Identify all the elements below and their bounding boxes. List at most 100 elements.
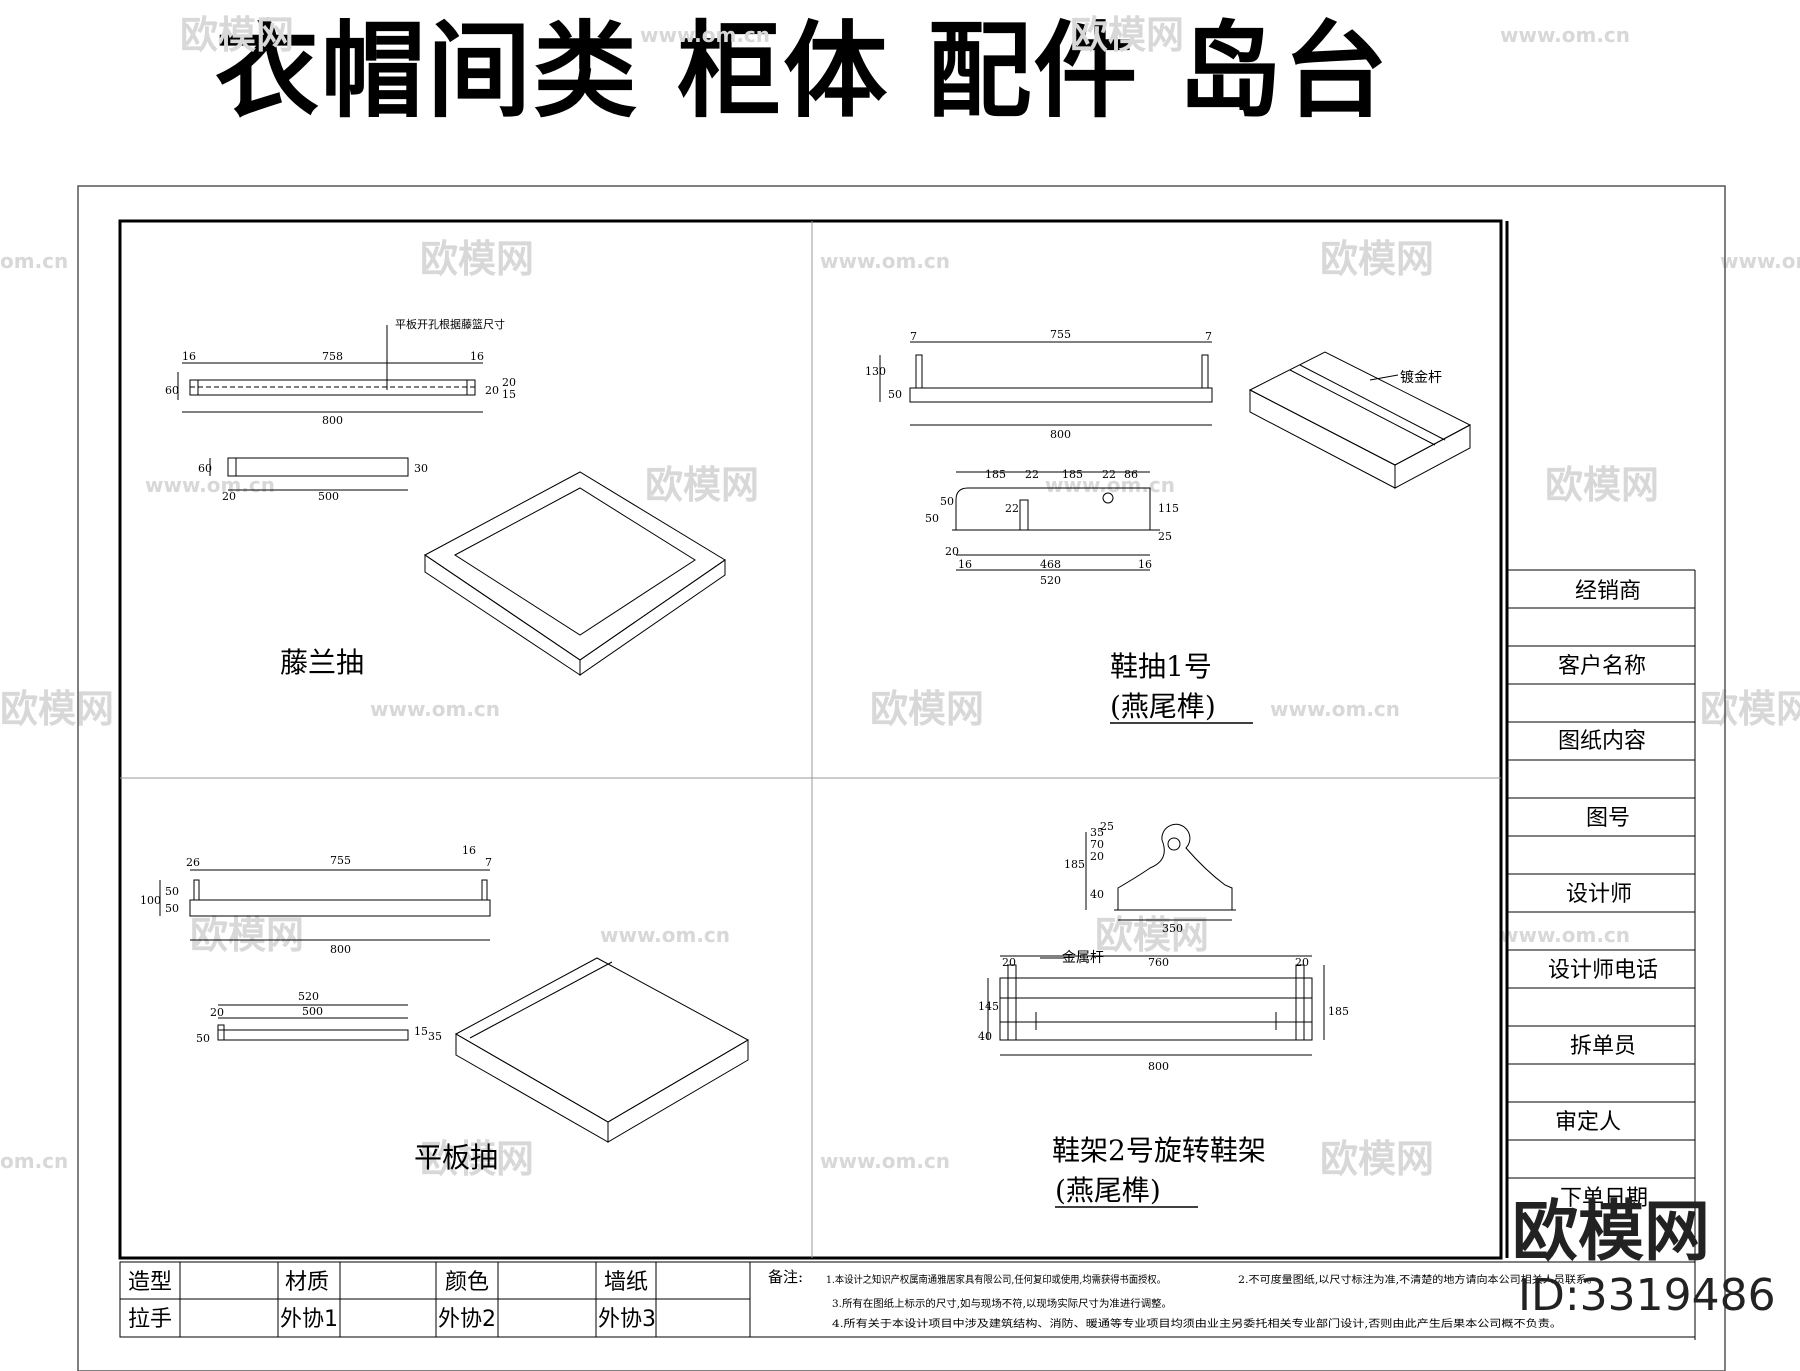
panel-flat-drawer: [159, 869, 750, 1143]
watermark-logo: 欧模网: [1070, 13, 1184, 57]
side-post: [481, 879, 488, 901]
dim-label: 145: [978, 1000, 999, 1013]
watermark-url: www.om.cn: [145, 473, 275, 497]
dim-label: 50: [888, 388, 902, 401]
notes-label: 备注:: [768, 1268, 803, 1286]
watermark-url: www.om.cn: [1270, 697, 1400, 721]
note-line: 3.所有在图纸上标示的尺寸,如与现场不符,以现场实际尺寸为准进行调整。: [832, 1297, 1172, 1310]
side-panel: [227, 457, 237, 477]
spec-header: 颜色: [445, 1270, 489, 1295]
dim-label: 16: [462, 844, 476, 857]
dim-label: 22: [1102, 468, 1116, 481]
side-post: [1201, 354, 1209, 389]
dim-label: 20: [945, 545, 959, 558]
watermark-logo: 欧模网: [1320, 1137, 1434, 1181]
dim-label: 520: [298, 990, 319, 1003]
spec-value: 外协3: [598, 1307, 656, 1332]
watermark-logo: 欧模网: [190, 913, 304, 957]
dim-label: 50: [940, 495, 954, 508]
dim-label: 20: [1295, 956, 1309, 969]
watermark-logo: 欧模网: [645, 463, 759, 507]
dim-label: 22: [1005, 502, 1019, 515]
note-line: 4.所有关于本设计项目中涉及建筑结构、消防、暖通等专业项目均须由业主另委托相关专…: [832, 1317, 1562, 1330]
side-post: [1295, 964, 1305, 1041]
dim-label: 20: [1002, 956, 1016, 969]
dim-label: 755: [330, 854, 351, 867]
iso-rod: [1299, 364, 1446, 441]
title-block-label: 图号: [1586, 806, 1630, 831]
part-label: 藤兰抽: [280, 646, 364, 679]
dim-label: 60: [198, 462, 212, 475]
watermark-url: www.om.cn: [1500, 23, 1630, 47]
watermark-url: www.om.cn: [820, 1149, 950, 1173]
dim-label: 500: [302, 1005, 323, 1018]
part-label: 鞋架2号旋转鞋架: [1052, 1134, 1266, 1167]
iso-front-face: [455, 1033, 609, 1143]
iso-top: [1248, 351, 1472, 466]
dim-label: 468: [1040, 558, 1061, 571]
drawing-frame: [118, 219, 1503, 1260]
watermark-url: www.om.cn: [820, 249, 950, 273]
side-panel: [217, 1024, 225, 1041]
panel-rattan-drawer-text: 平板开孔根据藤篮尺寸 16 758 16 60 800 20 15 20 60 …: [165, 317, 516, 679]
slot: [1019, 499, 1029, 531]
part-label: 鞋抽1号: [1110, 650, 1212, 683]
watermark-logo: 欧模网: [870, 687, 984, 731]
watermark-logo: 欧模网: [1320, 237, 1434, 281]
iso-front-face: [424, 554, 581, 676]
dim-label: 20: [222, 490, 236, 503]
spec-table: [119, 1261, 1696, 1338]
dim-label: 7: [1205, 330, 1212, 343]
iso-rod: [1289, 369, 1436, 446]
dim-label: 50: [925, 512, 939, 525]
dim-label: 185: [985, 468, 1006, 481]
side-profile: [955, 487, 1151, 531]
watermark-logo: 欧模网: [0, 687, 114, 731]
spec-value: 外协2: [438, 1307, 496, 1332]
dim-label: 520: [1040, 574, 1061, 587]
dim-label: 50: [196, 1032, 210, 1045]
part-label: 平板抽: [414, 1141, 498, 1174]
panel-shoe-drawer-1-text: 7 755 7 130 50 800 185 22 185 22 86 50 5…: [865, 328, 1442, 724]
drawer-front-view: [189, 899, 491, 917]
watermark-url: om.cn: [0, 1149, 68, 1173]
spec-value: 拉手: [128, 1307, 172, 1332]
dim-label: 800: [1148, 1060, 1169, 1073]
side-panel: [466, 379, 476, 396]
side-post: [1007, 964, 1017, 1041]
watermarks: 欧模网 www.om.cn 欧模网 www.om.cn 欧模网 www.om.c…: [0, 13, 1800, 1181]
iso-side-face: [1394, 424, 1471, 489]
spec-table-text: 造型 材质 颜色 墙纸 拉手 外协1 外协2 外协3 备注: 1.本设计之知识产…: [128, 1268, 1598, 1332]
title-block-label: 设计师: [1566, 882, 1632, 907]
dim-label: 50: [165, 902, 179, 915]
dim-label: 86: [1124, 468, 1138, 481]
iso-side-face: [607, 1039, 749, 1143]
iso-edge: [469, 961, 613, 1039]
dim-label: 755: [1050, 328, 1071, 341]
dim-label: 25: [1158, 530, 1172, 543]
dim-label: 758: [322, 350, 343, 363]
title-block-label: 下单日期: [1560, 1186, 1648, 1211]
watermark-logo: 欧模网: [1700, 687, 1800, 731]
iso-inner-frame: [454, 487, 696, 636]
dim-label: 35: [1090, 826, 1104, 839]
rod-hole: [1102, 492, 1114, 504]
watermark-url: www.om.cn: [1720, 249, 1800, 273]
note-line: 1.本设计之知识产权属南通雅居家具有限公司,任何复印或使用,均需获得书面授权。: [826, 1273, 1166, 1286]
dim-label: 35: [428, 1030, 442, 1043]
watermark-url: www.om.cn: [370, 697, 500, 721]
dim-label: 800: [322, 414, 343, 427]
spec-header: 材质: [285, 1270, 329, 1295]
dim-label: 20: [210, 1006, 224, 1019]
dim-label: 130: [865, 365, 886, 378]
title-block: [1505, 221, 1696, 1340]
side-profile: [1117, 823, 1233, 911]
dim-label: 185: [1064, 858, 1085, 871]
panel-shoe-rack-2: [987, 823, 1325, 1056]
dim-label: 30: [414, 462, 428, 475]
title-block-label: 设计师电话: [1548, 958, 1658, 983]
watermark-logo: 欧模网: [420, 1137, 534, 1181]
dim-label: 185: [1062, 468, 1083, 481]
rod-hole: [1167, 837, 1181, 851]
